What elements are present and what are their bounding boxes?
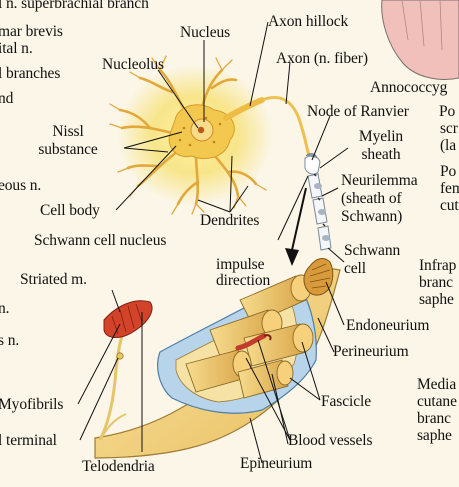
label-fascicle: Fascicle xyxy=(321,394,371,410)
label-medial-2: cutane xyxy=(417,394,457,410)
label-posterior-femoral-1: Po xyxy=(440,164,456,180)
label-posterior-femoral-3: cut xyxy=(440,198,459,214)
label-schwann-cell-nucleus: Schwann cell nucleus xyxy=(34,233,166,249)
label-infrapatellar-1: Infrap xyxy=(419,258,456,274)
label-branches: l branches xyxy=(0,66,60,82)
impulse-arrow xyxy=(292,188,306,250)
label-myofibrils: Myofibrils xyxy=(0,397,63,413)
label-posterior-femoral-2: fem xyxy=(440,181,459,197)
nucleolus-shape xyxy=(198,127,204,133)
label-neurilemma-2: (sheath of xyxy=(341,191,402,207)
label-blood-vessels: Blood vessels xyxy=(288,433,372,449)
label-myelin-2: sheath xyxy=(350,147,412,163)
label-posterior-scrotal-3: (la xyxy=(440,138,456,154)
label-impulse-1: impulse xyxy=(216,257,264,273)
label-epineurium: Epineurium xyxy=(240,456,312,472)
label-left-n: n. xyxy=(0,301,9,317)
label-cell-body: Cell body xyxy=(40,203,100,219)
label-abductor-line1: mar brevis xyxy=(0,24,63,40)
label-axon-terminal: l terminal xyxy=(0,433,57,449)
label-nucleus: Nucleus xyxy=(180,25,230,41)
label-cutaneous: eous n. xyxy=(0,178,41,194)
label-posterior-scrotal-2: scr xyxy=(440,121,458,137)
label-nissl-2: substance xyxy=(16,142,120,158)
label-node-of-ranvier: Node of Ranvier xyxy=(307,104,409,120)
label-dendrites: Dendrites xyxy=(200,213,259,229)
label-perineurium: Perineurium xyxy=(333,344,409,360)
label-endoneurium: Endoneurium xyxy=(346,318,429,334)
label-and: nd xyxy=(0,91,13,107)
label-striated-muscle: Striated m. xyxy=(20,272,87,288)
label-nissl-1: Nissl xyxy=(28,124,108,140)
label-myelin-1: Myelin xyxy=(350,129,412,145)
myelin-segments xyxy=(305,154,331,250)
label-axon-hillock: Axon hillock xyxy=(268,14,348,30)
label-axon: Axon (n. fiber) xyxy=(276,51,368,67)
label-posterior-scrotal-1: Po xyxy=(439,104,455,120)
label-medial-3: branc xyxy=(417,411,451,427)
label-telodendria: Telodendria xyxy=(82,459,155,475)
label-infrapatellar-3: saphe xyxy=(419,292,454,308)
label-medial-1: Media xyxy=(417,377,456,393)
label-annococcygeal: Annococcyg xyxy=(370,80,447,96)
label-schwann-cell-2: cell xyxy=(344,261,366,277)
label-neurilemma-3: Schwann) xyxy=(341,209,402,225)
label-left-s-n: s n. xyxy=(0,333,19,349)
label-infrapatellar-2: branc xyxy=(419,275,453,291)
label-nucleolus: Nucleolus xyxy=(102,57,164,73)
label-abductor-line2: ital n. xyxy=(0,41,33,57)
label-schwann-cell-1: Schwann xyxy=(344,243,400,259)
striated-muscle xyxy=(104,301,152,359)
hand-illustration xyxy=(382,0,459,79)
label-impulse-2: direction xyxy=(216,273,270,289)
nerve-end-fan xyxy=(304,259,333,296)
label-neurilemma-1: Neurilemma xyxy=(341,173,417,189)
arrow-head-icon xyxy=(285,248,299,266)
label-superbrachial-branch: l n. superbrachial branch xyxy=(0,0,149,12)
label-medial-4: saphe xyxy=(417,428,452,444)
